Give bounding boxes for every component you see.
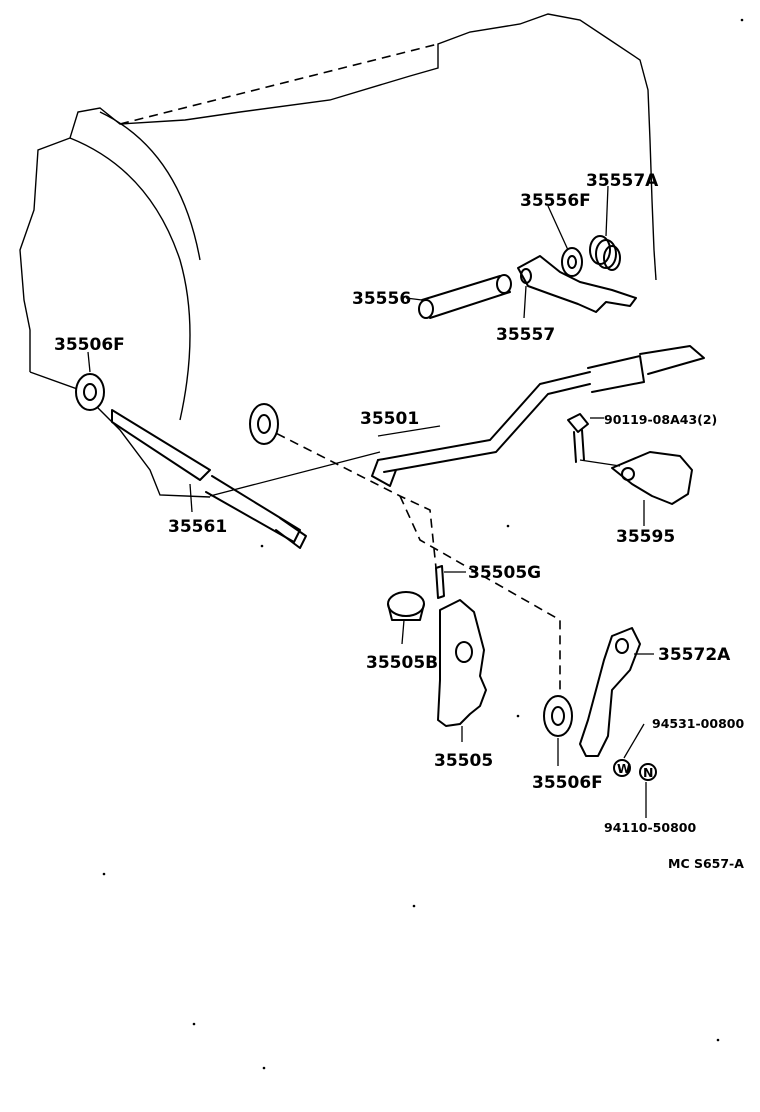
label-35505G: 35505G xyxy=(468,563,541,583)
part-35505G-pin xyxy=(435,565,445,599)
part-35506F-bottom-seal xyxy=(543,695,573,737)
label-35505: 35505 xyxy=(434,751,493,771)
part-90119-bolt xyxy=(567,413,589,463)
part-35506F-seal-upper xyxy=(249,403,279,445)
part-35572A-lever xyxy=(579,627,641,757)
label-35557: 35557 xyxy=(496,325,555,345)
label-90119: 90119-08A43(2) xyxy=(604,412,717,427)
part-35505B-bushing xyxy=(387,591,425,621)
label-35557A: 35557A xyxy=(586,171,659,191)
part-35505-detent-lever xyxy=(437,599,487,727)
part-35557-bracket xyxy=(517,255,637,313)
nut-mark: N xyxy=(643,765,653,780)
part-94110-nut: N xyxy=(639,763,657,781)
label-35595: 35595 xyxy=(616,527,675,547)
part-94531-washer: W xyxy=(613,759,631,777)
label-35501: 35501 xyxy=(360,409,419,429)
part-35506F-top-seal xyxy=(75,373,105,411)
washer-mark: W xyxy=(617,761,631,776)
part-35556-pin xyxy=(418,274,512,319)
part-35595-clip xyxy=(611,451,693,505)
label-35506F-top: 35506F xyxy=(54,335,125,355)
part-35561-shaft xyxy=(111,409,307,549)
part-35557A-spring xyxy=(589,235,621,271)
label-35561: 35561 xyxy=(168,517,227,537)
part-35501-rod xyxy=(371,345,705,487)
assembly-lines xyxy=(209,419,561,700)
label-94110: 94110-50800 xyxy=(604,820,696,835)
label-35505B: 35505B xyxy=(366,653,438,673)
label-35572A: 35572A xyxy=(658,645,731,665)
diagram-code: MC S657-A xyxy=(668,856,744,871)
leader-lines xyxy=(87,185,654,818)
label-35506F-bottom: 35506F xyxy=(532,773,603,793)
part-35556F-washer xyxy=(561,247,583,277)
label-35556F: 35556F xyxy=(520,191,591,211)
transmission-housing xyxy=(19,13,657,498)
label-35556: 35556 xyxy=(352,289,411,309)
scan-specks xyxy=(102,18,744,1070)
label-94531: 94531-00800 xyxy=(652,716,744,731)
